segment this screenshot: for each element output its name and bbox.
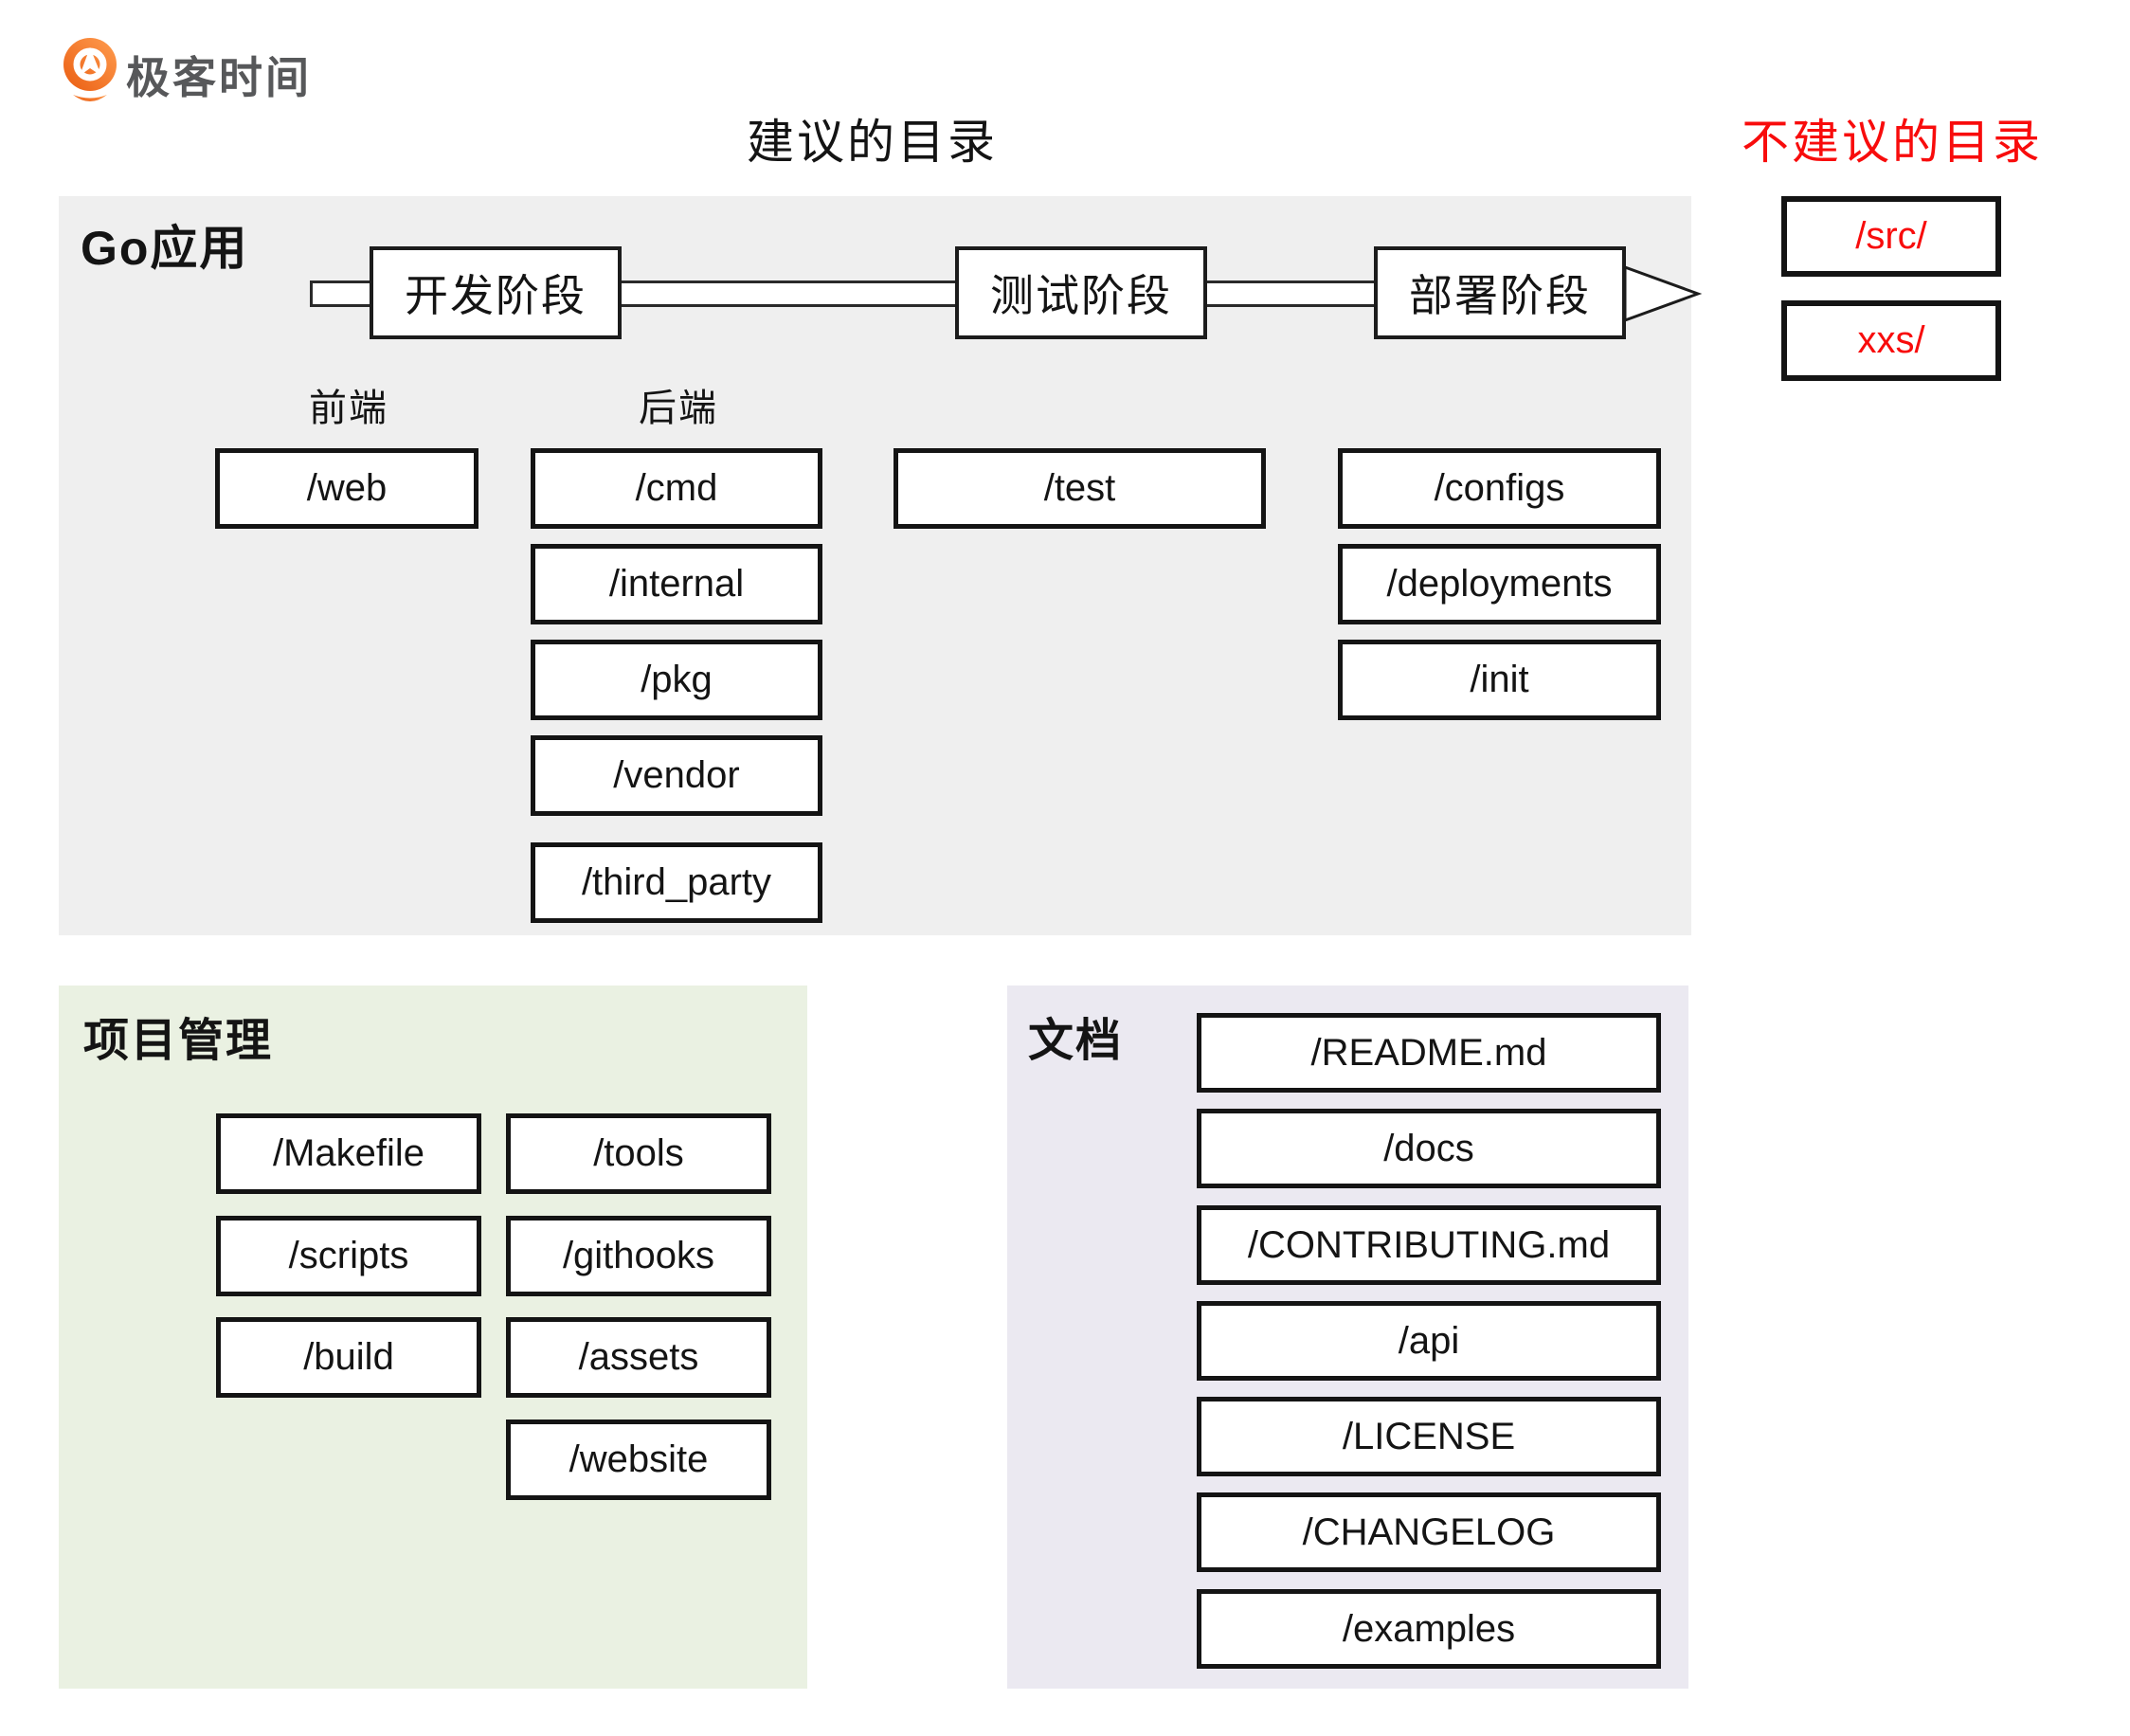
backend-group-label: 后端 — [639, 388, 718, 429]
dir-box-init: /init — [1338, 640, 1661, 720]
dir-box-cmd: /cmd — [531, 448, 822, 529]
title-recommended: 建议的目录 — [747, 116, 998, 169]
dir-box-internal: /internal — [531, 544, 822, 624]
stage-box-testing: 测试阶段 — [955, 246, 1207, 339]
geektime-logo-text: 极客时间 — [126, 53, 312, 102]
frontend-group-label: 前端 — [309, 388, 388, 429]
pipeline-arrowhead-icon — [1623, 264, 1702, 323]
stage-box-development: 开发阶段 — [370, 246, 622, 339]
dir-box-makefile: /Makefile — [216, 1113, 481, 1194]
dir-box-scripts: /scripts — [216, 1216, 481, 1296]
dir-box-examples: /examples — [1197, 1589, 1661, 1669]
dir-box-pkg: /pkg — [531, 640, 822, 720]
dir-box-configs: /configs — [1338, 448, 1661, 529]
dir-box-vendor: /vendor — [531, 735, 822, 816]
dir-box-readme: /README.md — [1197, 1013, 1661, 1093]
dir-box-api: /api — [1197, 1301, 1661, 1381]
dir-box-license: /LICENSE — [1197, 1397, 1661, 1476]
dir-box-third-party: /third_party — [531, 842, 822, 923]
dir-box-xxs: xxs/ — [1781, 300, 2001, 381]
dir-box-deployments: /deployments — [1338, 544, 1661, 624]
dir-box-tools: /tools — [506, 1113, 771, 1194]
dir-box-docs: /docs — [1197, 1109, 1661, 1188]
go-app-panel-title: Go应用 — [81, 222, 249, 275]
dir-box-build: /build — [216, 1317, 481, 1398]
dir-box-contributing: /CONTRIBUTING.md — [1197, 1205, 1661, 1285]
project-management-panel-title: 项目管理 — [83, 1016, 274, 1066]
title-not-recommended: 不建议的目录 — [1742, 116, 2043, 169]
dir-box-web: /web — [215, 448, 478, 529]
dir-box-website: /website — [506, 1420, 771, 1500]
stage-box-deployment: 部署阶段 — [1374, 246, 1626, 339]
docs-panel-title: 文档 — [1028, 1016, 1124, 1066]
dir-box-src: /src/ — [1781, 196, 2001, 277]
dir-box-changelog: /CHANGELOG — [1197, 1492, 1661, 1572]
dir-box-assets: /assets — [506, 1317, 771, 1398]
geektime-logo-icon — [63, 38, 117, 101]
dir-box-test: /test — [894, 448, 1266, 529]
dir-box-githooks: /githooks — [506, 1216, 771, 1296]
